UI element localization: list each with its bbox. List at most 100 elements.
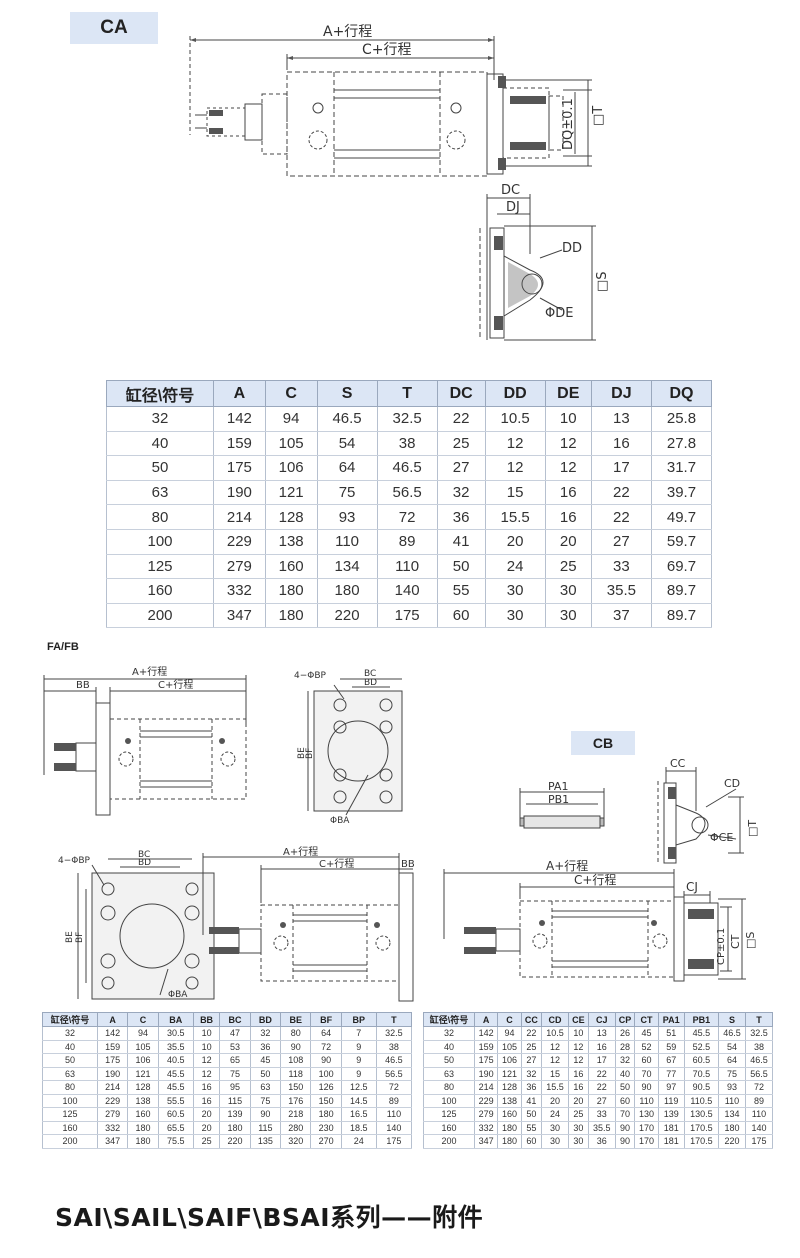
dimension-cell: 90: [249, 1107, 282, 1122]
bore-size-cell: 100: [423, 1094, 475, 1108]
bore-size-cell: 63: [106, 480, 214, 506]
dimension-cell: 72: [310, 1040, 342, 1054]
fb-bf-label: BF: [75, 932, 85, 943]
dimension-cell: 16: [544, 480, 592, 506]
dimension-cell: 12: [541, 1053, 570, 1068]
dimension-cell: 64: [717, 1053, 746, 1068]
dimension-cell: 64: [310, 1026, 342, 1041]
dimension-cell: 134: [316, 554, 378, 580]
bore-size-cell: 200: [106, 603, 214, 629]
dimension-cell: 50: [614, 1080, 636, 1095]
dimension-cell: 130: [634, 1107, 659, 1122]
dimension-cell: 69.7: [650, 554, 713, 580]
dimension-cell: 16: [544, 504, 592, 530]
cb-ce-label: ΦCE: [710, 831, 733, 844]
cb-s-label: □S: [744, 932, 757, 949]
dimension-cell: 89: [376, 529, 438, 555]
dimension-cell: 89.7: [650, 603, 713, 629]
dimension-cell: 108: [280, 1053, 312, 1068]
dimension-cell: 60.5: [683, 1053, 719, 1068]
fafb-header-4: BB: [192, 1012, 221, 1027]
dimension-cell: 12: [192, 1067, 221, 1081]
bore-size-cell: 40: [423, 1040, 475, 1054]
dimension-cell: 89.7: [650, 578, 713, 604]
dimension-cell: 279: [473, 1107, 499, 1122]
dimension-cell: 14.5: [340, 1094, 377, 1108]
dimension-cell: 180: [264, 603, 318, 629]
dimension-cell: 28: [614, 1040, 636, 1054]
dimension-cell: 159: [473, 1040, 499, 1054]
ca-header-0: 缸径\符号: [106, 380, 214, 407]
dimension-cell: 41: [520, 1094, 543, 1108]
fafb-header-9: BP: [340, 1012, 377, 1027]
dimension-cell: 139: [219, 1107, 251, 1122]
dimension-cell: 105: [127, 1040, 159, 1054]
dimension-cell: 22: [520, 1026, 543, 1041]
dimension-cell: 115: [249, 1121, 282, 1135]
dimension-cell: 115: [219, 1094, 251, 1108]
fb-a-stroke-label: A+行程: [283, 845, 318, 858]
cb-cc-label: CC: [670, 757, 686, 770]
dimension-cell: 75.5: [157, 1134, 194, 1149]
dimension-cell: 180: [310, 1107, 342, 1122]
dimension-cell: 139: [657, 1107, 685, 1122]
dimension-cell: 30.5: [157, 1026, 194, 1041]
dimension-cell: 30: [484, 603, 546, 629]
fa-bb-label: BB: [76, 680, 90, 691]
dimension-cell: 7: [340, 1026, 377, 1041]
cb-pa1-label: PA1: [548, 780, 568, 793]
dimension-cell: 25: [192, 1134, 221, 1149]
fa-ba-label: ΦBA: [330, 816, 350, 826]
dimension-cell: 9: [340, 1067, 377, 1081]
ca-dd-label: DD: [562, 241, 582, 256]
cb-ct-label: CT: [729, 934, 742, 949]
bore-size-cell: 50: [42, 1053, 98, 1068]
dimension-cell: 56.5: [376, 480, 438, 506]
dimension-cell: 106: [127, 1053, 159, 1068]
ca-main-drawing: A+行程 C+行程 DQ±0.1 □T: [189, 24, 606, 177]
dimension-cell: 230: [310, 1121, 342, 1135]
dimension-cell: 97: [657, 1080, 685, 1095]
dimension-cell: 128: [264, 504, 318, 530]
dimension-cell: 126: [310, 1080, 342, 1095]
fa-be-label: BE: [297, 747, 307, 759]
dimension-cell: 90: [614, 1121, 636, 1135]
bore-size-cell: 80: [423, 1080, 475, 1095]
dimension-cell: 52: [634, 1040, 659, 1054]
dimension-cell: 60: [436, 603, 486, 629]
dimension-cell: 105: [497, 1040, 522, 1054]
dimension-cell: 46.5: [717, 1026, 746, 1041]
bore-size-cell: 50: [423, 1053, 475, 1068]
dimension-cell: 160: [497, 1107, 522, 1122]
dimension-cell: 134: [717, 1107, 746, 1122]
fafb-header-0: 缸径\符号: [42, 1012, 98, 1027]
dimension-cell: 53: [219, 1040, 251, 1054]
dimension-cell: 15.5: [484, 504, 546, 530]
dimension-cell: 35.5: [157, 1040, 194, 1054]
dimension-cell: 60.5: [157, 1107, 194, 1122]
ca-c-stroke-label: C+行程: [362, 42, 412, 58]
dimension-cell: 24: [340, 1134, 377, 1149]
fa-side-drawing: A+行程 C+行程 BB: [43, 665, 247, 816]
dimension-cell: 105: [264, 431, 318, 457]
dimension-cell: 94: [497, 1026, 522, 1041]
dimension-cell: 72: [744, 1080, 774, 1095]
dimension-cell: 229: [473, 1094, 499, 1108]
dimension-cell: 90.5: [683, 1080, 719, 1095]
ca-dq-label: DQ±0.1: [561, 98, 576, 150]
dimension-cell: 89: [375, 1094, 413, 1108]
dimension-cell: 180: [497, 1134, 522, 1149]
fafb-header-6: BD: [249, 1012, 282, 1027]
dimension-cell: 49.7: [650, 504, 713, 530]
dimension-cell: 128: [497, 1080, 522, 1095]
cb-header-10: PB1: [683, 1012, 719, 1027]
cb-header-5: CE: [568, 1012, 589, 1027]
dimension-cell: 15.5: [541, 1080, 570, 1095]
cb-pb1-label: PB1: [548, 793, 569, 806]
bore-size-cell: 200: [42, 1134, 98, 1149]
dimension-cell: 70.5: [683, 1067, 719, 1081]
dimension-cell: 220: [717, 1134, 746, 1149]
